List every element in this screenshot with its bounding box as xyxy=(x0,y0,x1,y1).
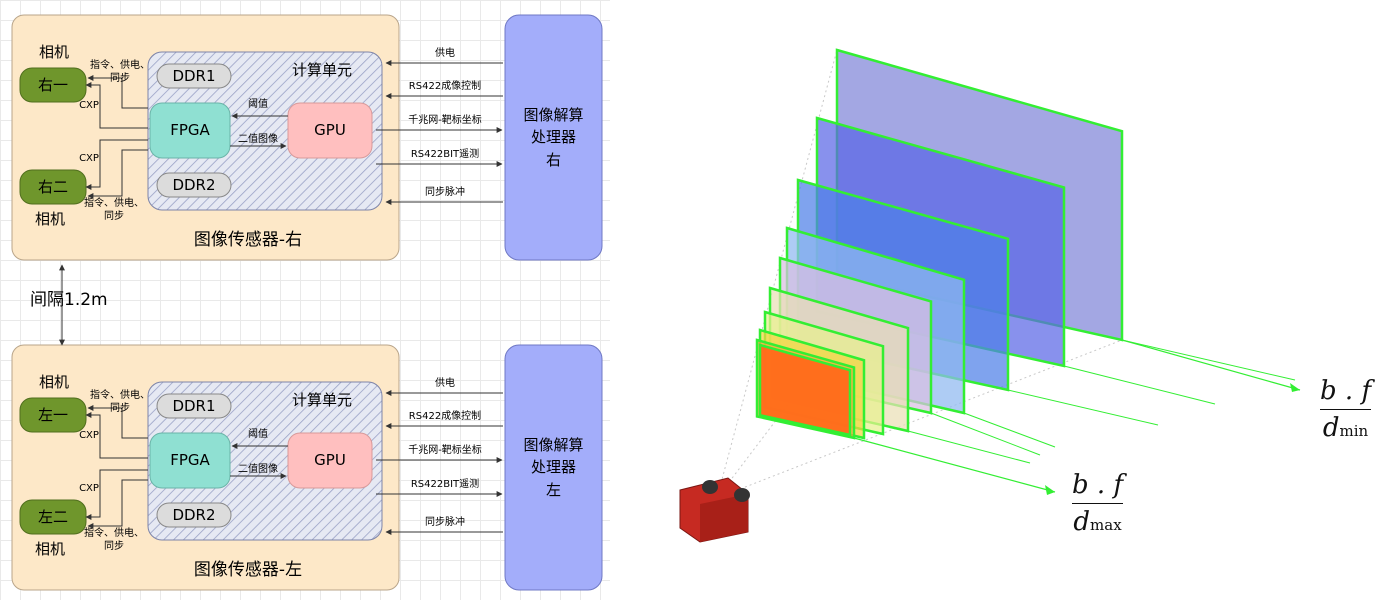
cmd-label-bottom-left: 指令、供电、 同步 xyxy=(84,528,144,552)
camera-bottom-caption-left: 相机 xyxy=(34,540,66,558)
compute-unit-left xyxy=(147,381,383,541)
diagram-canvas xyxy=(11,14,603,591)
cmd-link-top-left xyxy=(87,405,148,439)
depth-frustum-illustration xyxy=(679,48,1301,543)
depth-line-1 xyxy=(1063,365,1216,405)
ddr2-label-left: DDR2 xyxy=(172,505,216,524)
threshold-label-right: 阈值 xyxy=(248,99,268,110)
cxp-link-top-left xyxy=(85,412,148,459)
processor-label-left: 图像解算 处理器 左 xyxy=(523,435,584,499)
ddr1-label-left: DDR1 xyxy=(172,396,216,415)
camera-top-label-left: 左一 xyxy=(37,405,68,424)
far-formula-numerator: b . f xyxy=(1320,376,1372,406)
link-label-left-0: 供电 xyxy=(435,378,455,389)
ddr1-chip-left xyxy=(156,393,232,419)
cxp-label-bottom-left: CXP xyxy=(79,483,99,494)
ddr1-chip-right xyxy=(156,63,232,89)
processor-label-right: 图像解算 处理器 右 xyxy=(523,105,584,169)
gpu-label-right: GPU xyxy=(314,121,346,140)
depth-line-2 xyxy=(1007,389,1159,426)
near-formula-denominator: d xyxy=(1073,507,1091,537)
link-label-left-2: 千兆网-靶标坐标 xyxy=(408,445,482,456)
far-depth-arrow xyxy=(1121,339,1301,391)
processor-block-right xyxy=(504,14,603,261)
depth-line-0 xyxy=(1121,339,1296,381)
far-formula-subscript: min xyxy=(1339,422,1369,440)
cxp-link-bottom-right xyxy=(85,139,148,190)
ddr2-label-right: DDR2 xyxy=(172,175,216,194)
near-depth-formula: b . f dmax xyxy=(1072,470,1124,537)
compute-unit-right xyxy=(147,51,383,211)
link-label-right-1: RS422成像控制 xyxy=(408,81,482,92)
link-label-left-3: RS422BIT遥测 xyxy=(410,479,480,490)
sensor-title-left: 图像传感器-左 xyxy=(193,560,303,580)
camera-lens-right-icon xyxy=(734,488,750,502)
gpu-block-right xyxy=(287,102,373,159)
stereo-camera-side-icon xyxy=(700,494,748,542)
near-depth-arrowhead xyxy=(1045,485,1055,495)
cmd-link-bottom-left xyxy=(87,479,148,529)
depth-line-4 xyxy=(930,412,1041,456)
threshold-label-left: 阈值 xyxy=(248,429,268,440)
cxp-label-top-right: CXP xyxy=(79,100,99,111)
spacing-label: 间隔1.2m xyxy=(30,290,108,310)
far-depth-formula: b . f dmin xyxy=(1320,376,1372,443)
link-label-left-1: RS422成像控制 xyxy=(408,411,482,422)
cmd-label-top-left: 指令、供电、 同步 xyxy=(90,390,150,414)
fpga-block-left xyxy=(149,432,231,489)
sensor-title-right: 图像传感器-右 xyxy=(193,230,303,250)
depth-plane-9 xyxy=(758,343,852,437)
link-label-right-0: 供电 xyxy=(435,48,455,59)
binary-image-label-right: 二值图像 xyxy=(238,134,278,145)
link-label-right-2: 千兆网-靶标坐标 xyxy=(408,115,482,126)
camera-bottom-label-right: 右二 xyxy=(37,177,68,196)
cxp-label-top-left: CXP xyxy=(79,430,99,441)
near-depth-arrow xyxy=(853,437,1056,493)
cxp-link-bottom-left xyxy=(85,469,148,520)
processor-block-left xyxy=(504,344,603,591)
near-formula-subscript: max xyxy=(1090,516,1122,534)
camera-top-caption-left: 相机 xyxy=(38,373,70,391)
ddr1-label-right: DDR1 xyxy=(172,66,216,85)
cmd-link-bottom-right xyxy=(87,149,148,199)
depth-line-3 xyxy=(963,412,1056,448)
link-label-right-3: RS422BIT遥测 xyxy=(410,149,480,160)
ddr2-chip-right xyxy=(156,172,232,198)
ddr2-chip-left xyxy=(156,502,232,528)
far-formula-denominator: d xyxy=(1322,413,1340,443)
cxp-label-bottom-right: CXP xyxy=(79,153,99,164)
fpga-label-left: FPGA xyxy=(170,451,210,470)
cmd-label-top-right: 指令、供电、 同步 xyxy=(90,60,150,84)
link-label-right-4: 同步脉冲 xyxy=(425,187,465,198)
camera-bottom-caption-right: 相机 xyxy=(34,210,66,228)
near-formula-numerator: b . f xyxy=(1072,470,1124,500)
compute-unit-label-right: 计算单元 xyxy=(291,61,353,79)
gpu-label-left: GPU xyxy=(314,451,346,470)
link-label-left-4: 同步脉冲 xyxy=(425,517,465,528)
gpu-block-left xyxy=(287,432,373,489)
camera-top-caption-right: 相机 xyxy=(38,43,70,61)
camera-lens-left-icon xyxy=(702,480,718,494)
far-depth-arrowhead xyxy=(1290,383,1300,392)
depth-line-5 xyxy=(907,430,1031,464)
fpga-label-right: FPGA xyxy=(170,121,210,140)
compute-unit-label-left: 计算单元 xyxy=(291,391,353,409)
camera-top-label-right: 右一 xyxy=(37,75,68,94)
camera-bottom-label-left: 左二 xyxy=(37,507,68,526)
binary-image-label-left: 二值图像 xyxy=(238,464,278,475)
cmd-label-bottom-right: 指令、供电、 同步 xyxy=(84,198,144,222)
cmd-link-top-right xyxy=(87,75,148,109)
cxp-link-top-right xyxy=(85,82,148,129)
fpga-block-right xyxy=(149,102,231,159)
